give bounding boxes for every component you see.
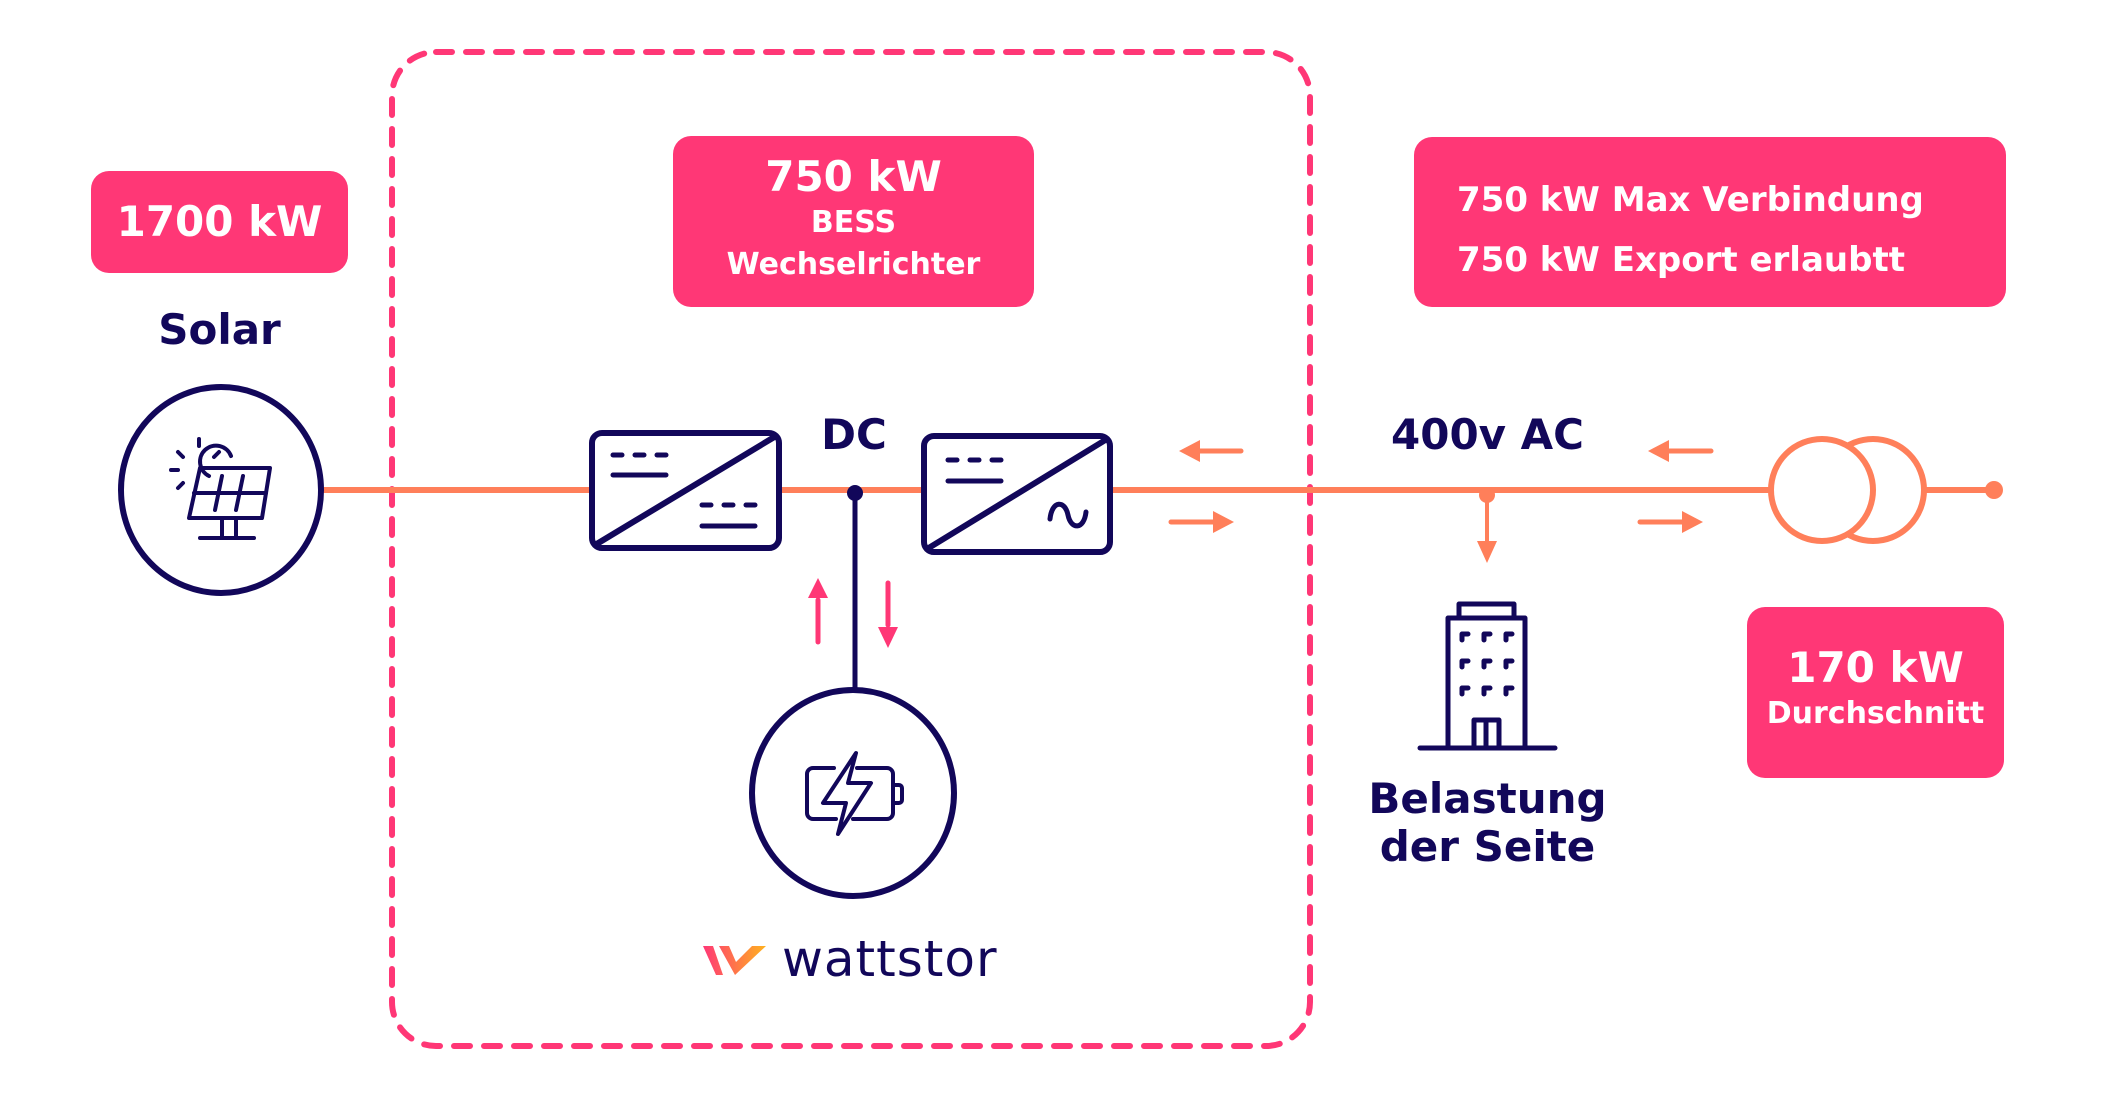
battery-node [749, 687, 957, 899]
wattstor-logo-mark [703, 946, 766, 975]
site-load-badge: 170 kW Durchschnitt [1747, 607, 2004, 778]
battery-charge-arrow-up [808, 578, 828, 645]
solar-node [118, 384, 324, 596]
site-load-value-label: Durchschnitt [1766, 696, 1985, 731]
max-connection-text: 750 kW Max Verbindung [1457, 180, 1924, 220]
dc-dc-converter [589, 430, 782, 551]
inverter-label: Wechselrichter [726, 247, 981, 282]
solar-panel-icon [169, 437, 272, 540]
dc-bus-label: DC [821, 410, 887, 459]
bess-label: BESS [810, 205, 897, 240]
site-load-label-line2: der Seite [1379, 822, 1596, 871]
import-arrow-left-2 [1648, 440, 1714, 462]
export-allowed-text: 750 kW Export erlaubtt [1457, 240, 1905, 280]
brand-name: wattstor [782, 930, 998, 988]
ac-bus-label: 400v AC [1391, 410, 1584, 459]
site-load-label-line1: Belastung [1368, 774, 1607, 823]
site-load-label: Belastung der Seite [1360, 775, 1615, 871]
battery-discharge-arrow-down [878, 580, 898, 648]
load-feed-arrow-down [1477, 495, 1497, 563]
wattstor-logo: wattstor [700, 930, 998, 988]
bess-system-boundary [389, 49, 1313, 1049]
dc-ac-inverter [921, 433, 1113, 555]
battery-charging-icon [805, 751, 904, 836]
bess-inverter-badge: 750 kW BESS Wechselrichter [673, 136, 1034, 307]
solar-capacity-badge: 1700 kW [91, 171, 348, 273]
transformer-icon [1768, 436, 1927, 544]
solar-label: Solar [158, 305, 281, 354]
building-icon [1417, 601, 1558, 751]
bess-capacity-value: 750 kW [765, 152, 942, 201]
grid-connection-badge: 750 kW Max Verbindung 750 kW Export erla… [1414, 137, 2006, 307]
import-arrow-left-1 [1179, 440, 1244, 462]
export-arrow-right-1 [1168, 511, 1234, 533]
site-load-value: 170 kW [1787, 643, 1964, 692]
solar-capacity-value: 1700 kW [116, 197, 323, 246]
grid-connection-point [1985, 481, 2003, 499]
export-arrow-right-2 [1637, 511, 1703, 533]
